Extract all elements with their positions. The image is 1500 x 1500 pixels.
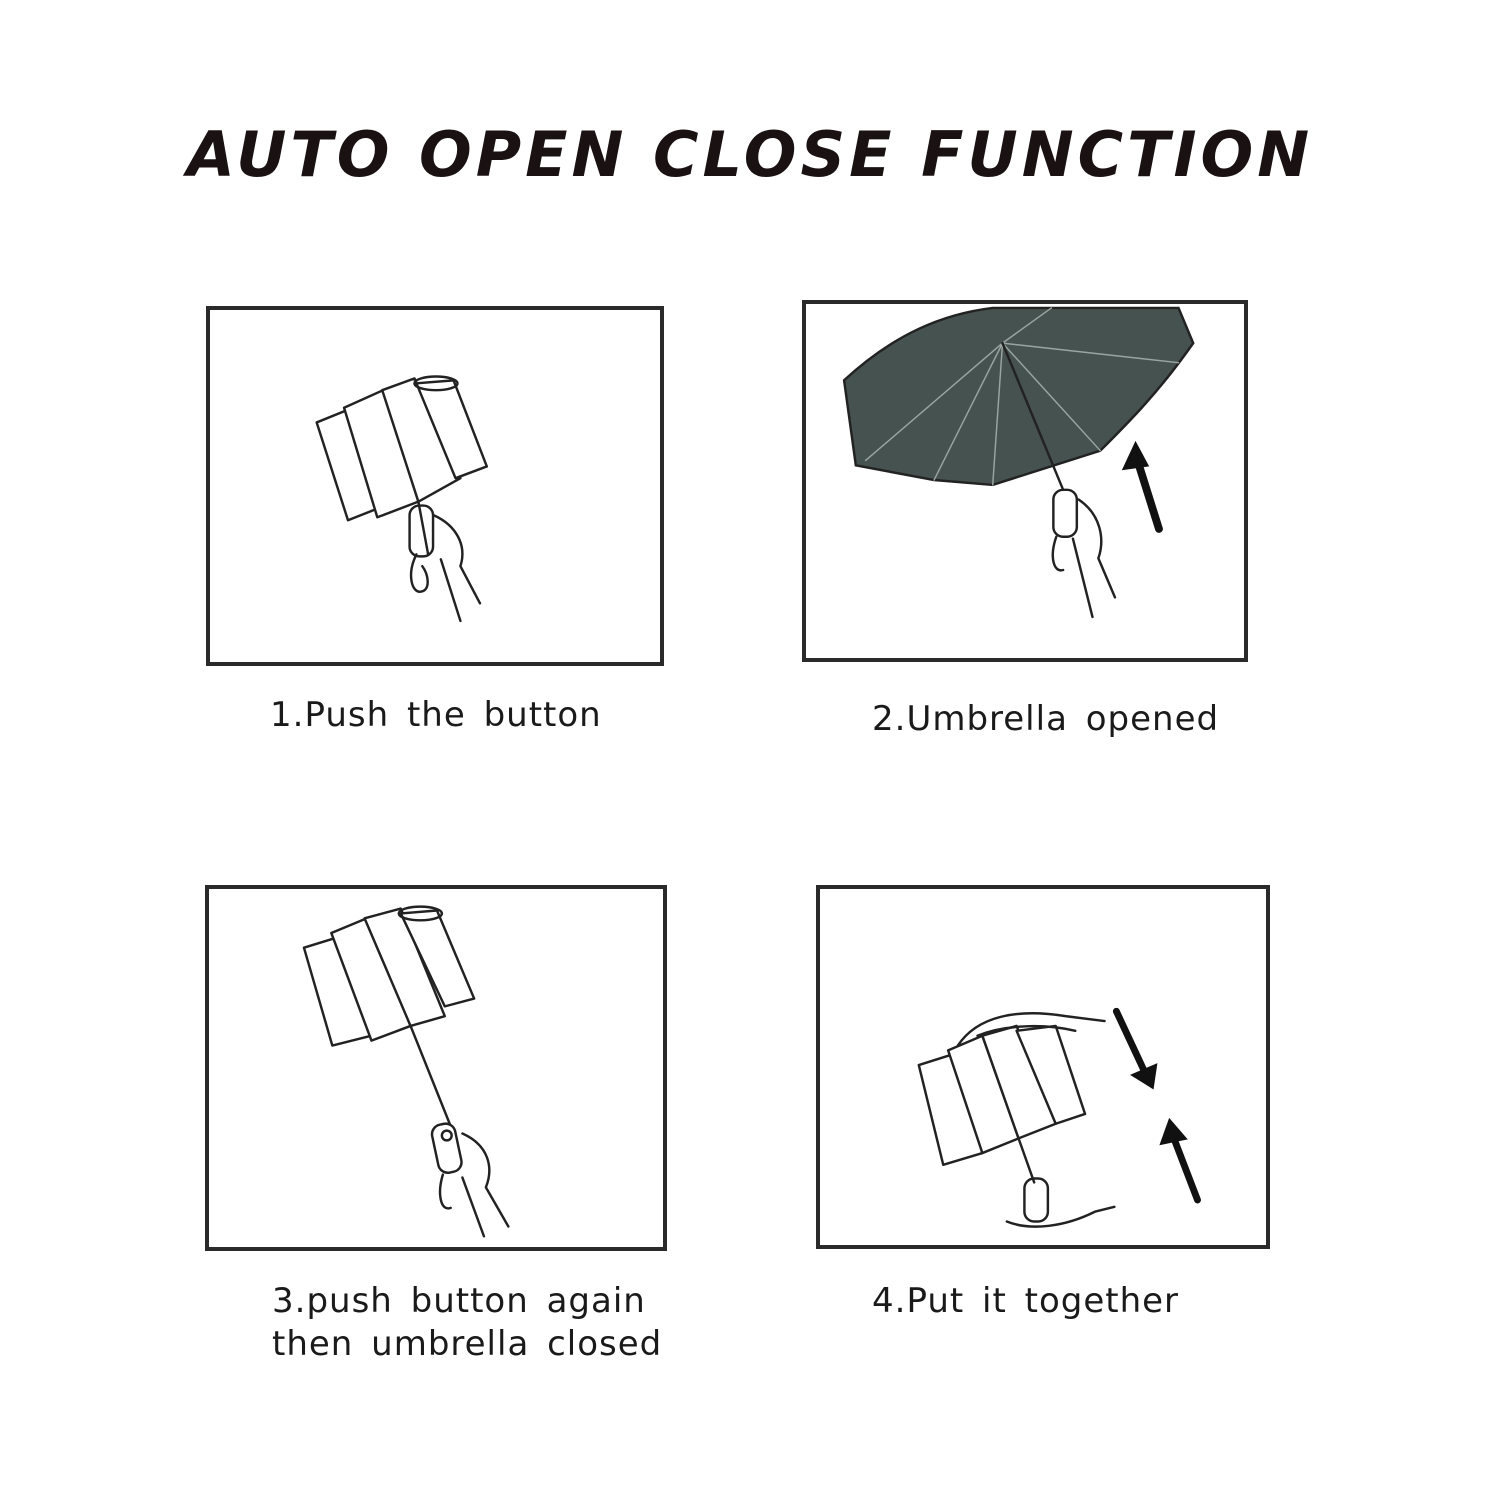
page-title: AUTO OPEN CLOSE FUNCTION [186,118,1314,191]
open-umbrella-icon [842,306,1195,619]
step-2-caption: 2.Umbrella opened [872,698,1219,741]
step-1-caption: 1.Push the button [270,694,602,737]
compress-umbrella-icon [917,1007,1201,1228]
step-3-illustration [205,885,667,1251]
step-1-illustration [206,306,664,666]
folded-umbrella-hand-icon [315,375,489,623]
caption-line: then umbrella closed [272,1324,663,1364]
step-4-caption: 4.Put it together [872,1280,1179,1323]
caption-line: 3.push button again [272,1281,646,1321]
caption-line: 1.Push the button [270,695,602,735]
step-4-illustration [816,885,1270,1249]
closed-umbrella-hand-icon [302,905,510,1238]
caption-line: 2.Umbrella opened [872,699,1220,739]
caption-line: 4.Put it together [872,1281,1180,1321]
step-2-illustration [802,300,1248,662]
step-3-caption: 3.push button again then umbrella closed [272,1280,662,1366]
